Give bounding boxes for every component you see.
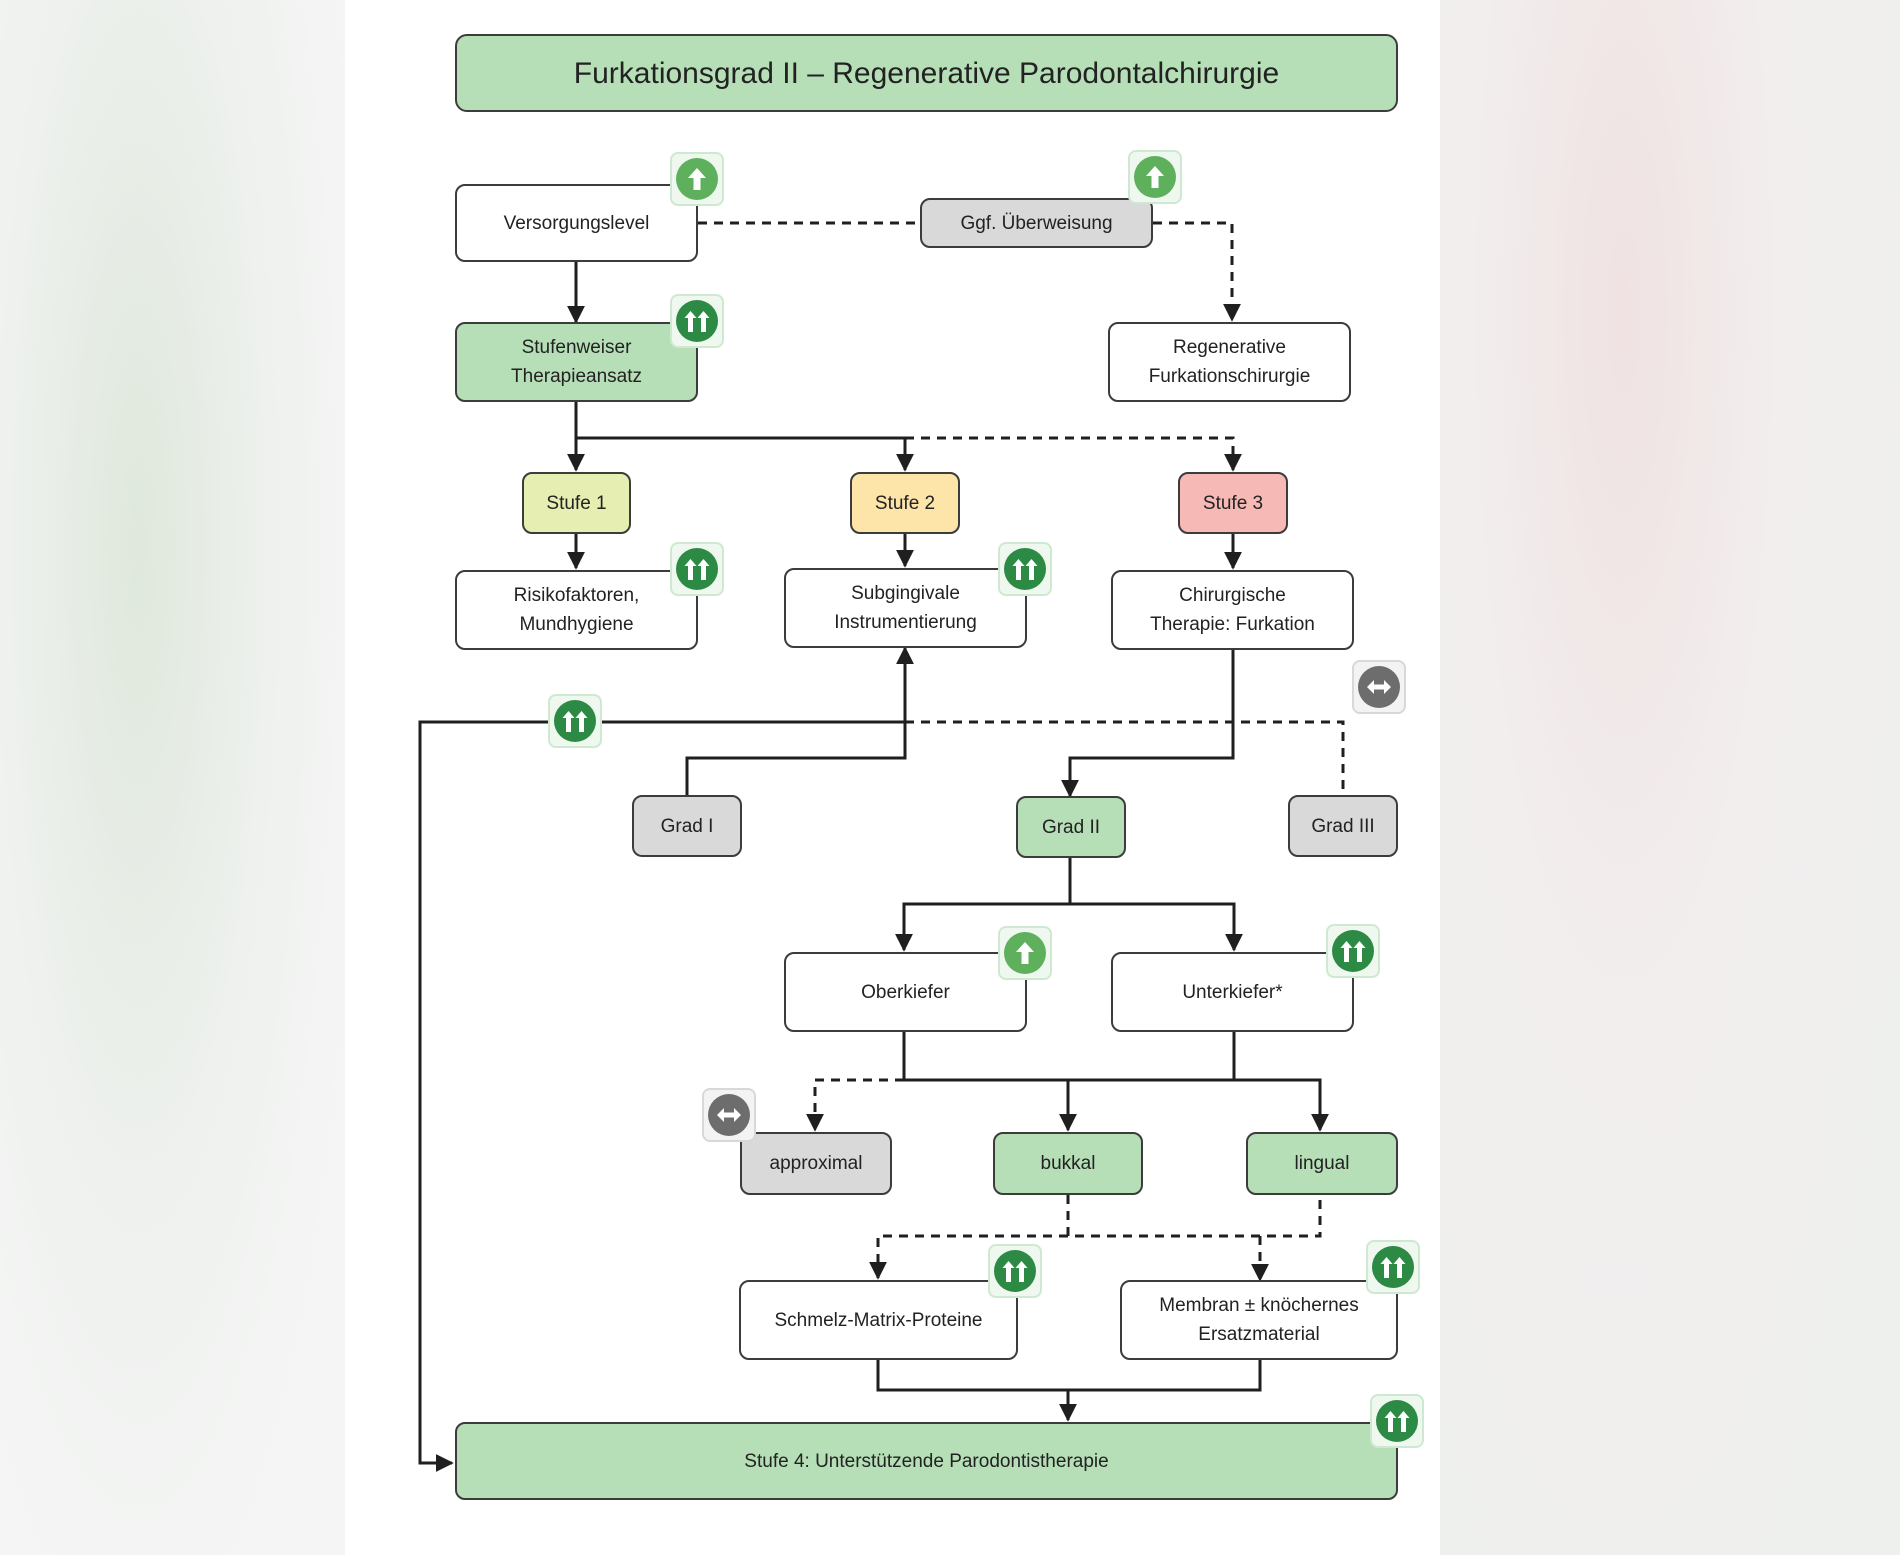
dashed-to-therapies xyxy=(878,1195,1322,1278)
node-membran-ersatzmaterial: Membran ± knöchernes Ersatzmaterial xyxy=(1120,1280,1398,1360)
line-grad2-kiefer xyxy=(902,858,1234,950)
bidirectional-arrow-icon xyxy=(1352,660,1406,714)
node-bukkal: bukkal xyxy=(993,1132,1143,1195)
node-regenerative-furkationschirurgie: Regenerative Furkationschirurgie xyxy=(1108,322,1351,402)
line-kiefer-merge xyxy=(902,1032,1236,1082)
node-risikofaktoren: Risikofaktoren, Mundhygiene xyxy=(455,570,698,650)
line-chirurgische-grad2 xyxy=(1061,650,1235,798)
node-lingual: lingual xyxy=(1246,1132,1398,1195)
single-up-arrow-icon xyxy=(1128,150,1182,204)
dashed-grad3 xyxy=(905,720,1345,795)
double-up-arrow-icon xyxy=(670,294,724,348)
double-up-arrow-icon xyxy=(670,542,724,596)
double-up-arrow-icon xyxy=(998,542,1052,596)
line-stufenweiser-split xyxy=(574,400,905,440)
node-versorgungslevel: Versorgungslevel xyxy=(455,184,698,262)
node-approximal: approximal xyxy=(740,1132,892,1195)
node-grad-3: Grad III xyxy=(1288,795,1398,857)
single-up-arrow-icon xyxy=(998,926,1052,980)
node-stufe-2: Stufe 2 xyxy=(850,472,960,534)
double-up-arrow-icon xyxy=(1370,1394,1424,1448)
dashed-ueberweisung-regenerative xyxy=(1153,221,1241,322)
node-ueberweisung: Ggf. Überweisung xyxy=(920,198,1153,248)
double-up-arrow-icon xyxy=(548,694,602,748)
node-stufenweiser-therapieansatz: Stufenweiser Therapieansatz xyxy=(455,322,698,402)
line-to-stufe4-left xyxy=(418,720,905,1472)
double-up-arrow-icon xyxy=(988,1244,1042,1298)
dashed-to-approximal xyxy=(806,1078,904,1132)
node-chirurgische-therapie: Chirurgische Therapie: Furkation xyxy=(1111,570,1354,650)
node-grad-1: Grad I xyxy=(632,795,742,857)
line-therapy-merge xyxy=(876,1360,1262,1420)
node-unterkiefer: Unterkiefer* xyxy=(1111,952,1354,1032)
node-oberkiefer: Oberkiefer xyxy=(784,952,1027,1032)
background-left xyxy=(0,0,345,1555)
background-right xyxy=(1440,0,1900,1555)
dashed-to-stufe3 xyxy=(905,436,1242,472)
node-grad-2: Grad II xyxy=(1016,796,1126,858)
single-up-arrow-icon xyxy=(670,152,724,206)
line-to-lingual xyxy=(1234,1078,1329,1132)
node-stufe-3: Stufe 3 xyxy=(1178,472,1288,534)
node-schmelz-matrix-proteine: Schmelz-Matrix-Proteine xyxy=(739,1280,1018,1360)
double-up-arrow-icon xyxy=(1366,1240,1420,1294)
page-title: Furkationsgrad II – Regenerative Parodon… xyxy=(455,34,1398,112)
double-up-arrow-icon xyxy=(1326,924,1380,978)
line-grad1-subgingivale xyxy=(685,646,914,795)
node-stufe-4: Stufe 4: Unterstützende Parodontistherap… xyxy=(455,1422,1398,1500)
node-subgingivale-instrumentierung: Subgingivale Instrumentierung xyxy=(784,568,1027,648)
bidirectional-arrow-icon xyxy=(702,1088,756,1142)
node-stufe-1: Stufe 1 xyxy=(522,472,631,534)
